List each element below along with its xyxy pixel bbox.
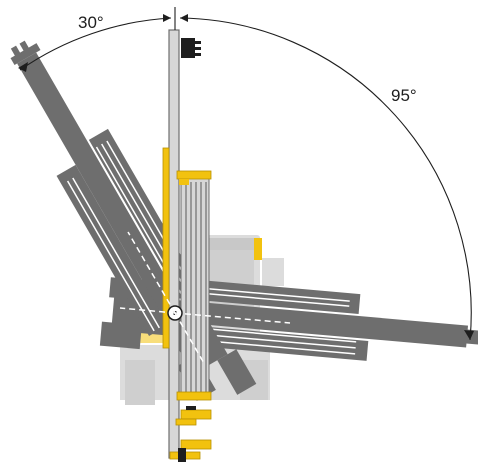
mast-vertical	[162, 29, 212, 462]
angle-arrowheads	[18, 14, 474, 340]
angle-arcs	[19, 7, 472, 341]
left-angle-label: 30°	[78, 13, 104, 32]
right-angle-label: 95°	[391, 86, 417, 105]
center-lines	[119, 231, 291, 366]
